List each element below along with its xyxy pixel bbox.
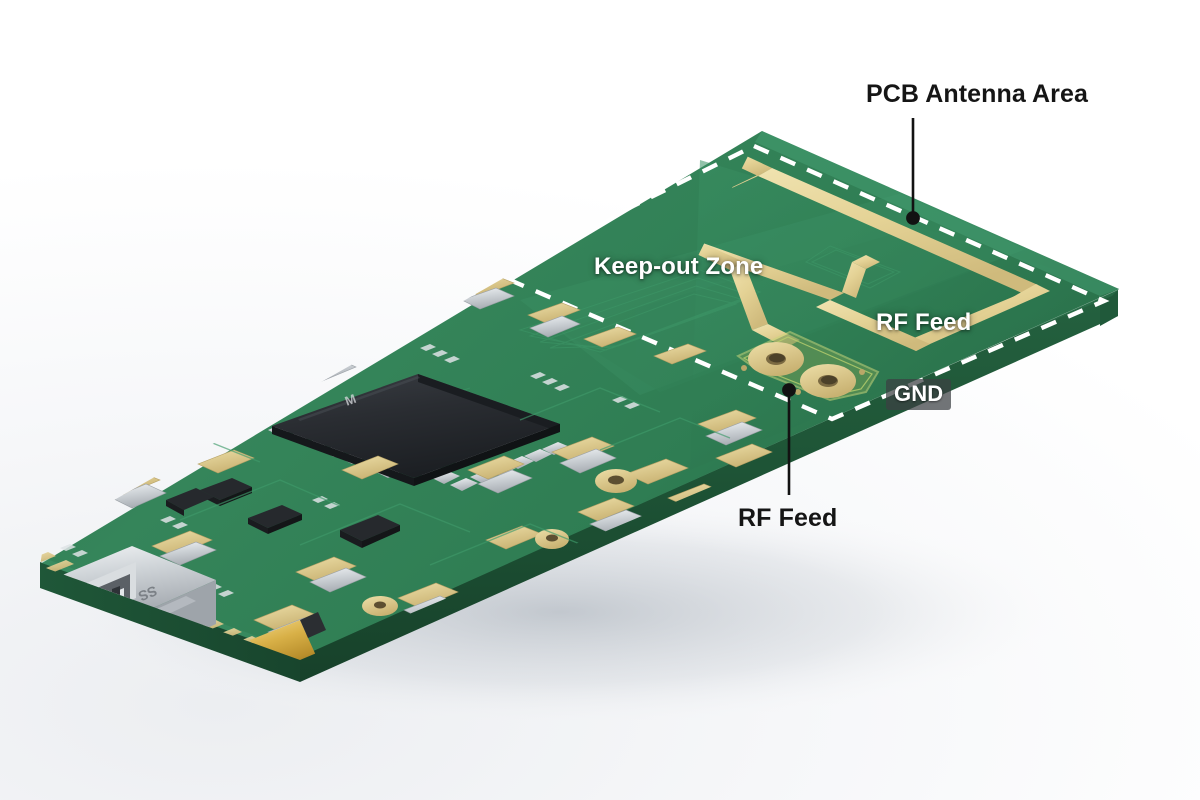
annotation-keep-out-zone: Keep-out Zone — [594, 253, 764, 280]
annotation-rf-feed-top: RF Feed — [876, 309, 972, 336]
annotation-rf-feed-bottom: RF Feed — [738, 504, 838, 532]
feed-pads — [741, 342, 865, 398]
svg-text:M: M — [343, 391, 358, 409]
leader-lines — [782, 118, 920, 495]
svg-text:SS: SS — [136, 583, 159, 605]
annotation-pcb-antenna-area: PCB Antenna Area — [866, 80, 1089, 108]
annotation-gnd: GND — [886, 379, 952, 410]
shielded-module — [110, 429, 192, 477]
